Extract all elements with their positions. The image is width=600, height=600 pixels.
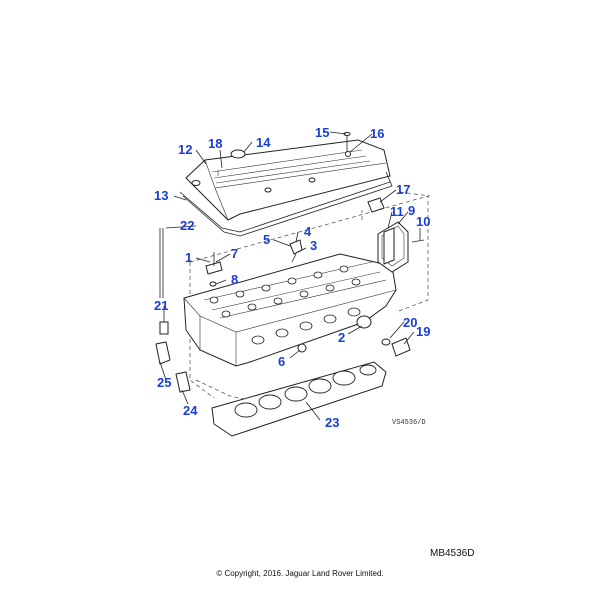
callout-13: 13 xyxy=(154,188,168,203)
callout-18: 18 xyxy=(208,136,222,151)
cam-cover-gasket xyxy=(179,171,393,237)
assembly-guide-lines xyxy=(189,191,431,401)
callout-14: 14 xyxy=(256,135,271,150)
cylinder-head xyxy=(183,253,397,367)
cover-bolt xyxy=(343,132,351,156)
callout-12: 12 xyxy=(178,142,192,157)
callout-11: 11 xyxy=(390,204,404,219)
callout-4: 4 xyxy=(304,224,312,239)
callout-20: 20 xyxy=(403,315,417,330)
callout-10: 10 xyxy=(416,214,430,229)
bolt-10 xyxy=(411,239,425,243)
callout-15: 15 xyxy=(315,125,329,140)
bolt-21 xyxy=(159,321,169,335)
callout-16: 16 xyxy=(370,126,384,141)
callout-6: 6 xyxy=(278,354,285,369)
lifting-bracket-25 xyxy=(155,341,171,365)
washer xyxy=(209,281,217,287)
lifting-bracket-24 xyxy=(175,371,191,393)
head-gasket xyxy=(211,361,387,437)
callout-1: 1 xyxy=(185,250,192,265)
callout-5: 5 xyxy=(263,232,270,247)
diagram-code: MB4536D xyxy=(430,548,474,559)
bracket-17 xyxy=(367,197,385,213)
callout-19: 19 xyxy=(416,324,430,339)
callout-21: 21 xyxy=(154,298,168,313)
callout-25: 25 xyxy=(157,375,171,390)
end-cover xyxy=(377,221,409,273)
diagram-reference: VS4536/D xyxy=(392,419,426,427)
oil-filler-cap xyxy=(230,149,246,159)
copyright-notice: © Copyright, 2016. Jaguar Land Rover Lim… xyxy=(216,569,383,578)
callout-23: 23 xyxy=(325,415,339,430)
leader-lines xyxy=(159,131,421,421)
callout-8: 8 xyxy=(231,272,238,287)
cam-bearing-cap xyxy=(205,252,223,275)
callout-3: 3 xyxy=(310,238,317,253)
temperature-sensor xyxy=(381,337,411,357)
callout-7: 7 xyxy=(231,246,238,261)
callout-17: 17 xyxy=(396,182,410,197)
core-plug xyxy=(356,315,372,329)
cover-seal xyxy=(345,151,351,157)
callout-2: 2 xyxy=(338,330,345,345)
cam-cover xyxy=(185,139,391,221)
callout-9: 9 xyxy=(408,203,415,218)
callout-24: 24 xyxy=(183,403,198,418)
callout-22: 22 xyxy=(180,218,194,233)
